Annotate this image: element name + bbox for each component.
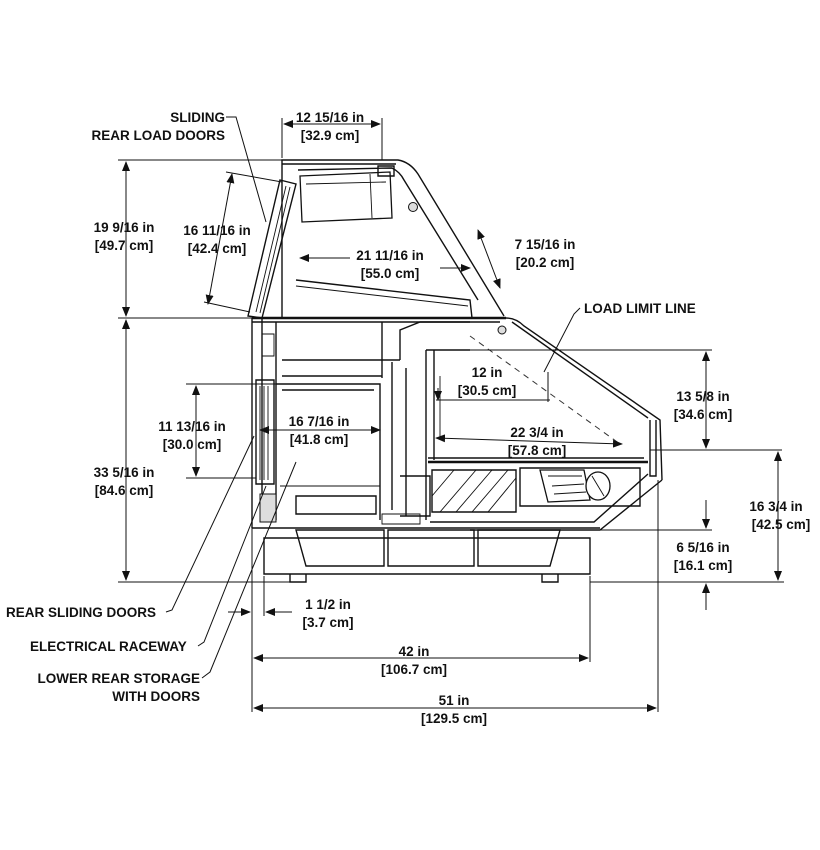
- dim-rear-door-height-in: 16 11/16 in: [183, 223, 251, 238]
- dim-shelf-depth-in: 21 11/16 in: [356, 248, 424, 263]
- dim-shelf-depth-cm: [55.0 cm]: [361, 266, 420, 281]
- leader-lines: [165, 116, 581, 679]
- dim-canopy-height-in: 19 9/16 in: [94, 220, 155, 235]
- callout-labels: SLIDING REAR LOAD DOORS LOAD LIMIT LINE …: [6, 110, 696, 704]
- dimension-labels: 12 15/16 in [32.9 cm] 19 9/16 in [49.7 c…: [94, 110, 811, 726]
- dim-overall-depth-cm: [129.5 cm]: [421, 711, 487, 726]
- callout-sliding-rear-load-doors-line1: SLIDING: [170, 110, 225, 125]
- dim-deck-height-cm: [42.5 cm]: [752, 517, 811, 532]
- dim-base-depth-in: 42 in: [399, 644, 430, 659]
- dim-overall-height-in: 33 5/16 in: [94, 465, 155, 480]
- callout-rear-sliding-doors: REAR SLIDING DOORS: [6, 605, 156, 620]
- dim-storage-height-cm: [30.0 cm]: [163, 437, 222, 452]
- dim-storage-depth-cm: [41.8 cm]: [290, 432, 349, 447]
- dim-glass-height-in: 7 15/16 in: [515, 237, 576, 252]
- dim-rear-door-height-cm: [42.4 cm]: [188, 241, 247, 256]
- dim-rear-offset-in: 1 1/2 in: [305, 597, 351, 612]
- dim-rear-offset-cm: [3.7 cm]: [302, 615, 353, 630]
- dim-deck-depth-in: 22 3/4 in: [510, 425, 563, 440]
- callout-lower-rear-storage-line1: LOWER REAR STORAGE: [37, 671, 200, 686]
- dim-base-depth-cm: [106.7 cm]: [381, 662, 447, 677]
- dim-display-height-in: 13 5/8 in: [676, 389, 729, 404]
- dim-load-depth-cm: [30.5 cm]: [458, 383, 517, 398]
- dimension-lines: [118, 118, 784, 712]
- dim-top-depth-in: 12 15/16 in: [296, 110, 364, 125]
- dim-front-height-in: 6 5/16 in: [676, 540, 729, 555]
- dim-top-depth-cm: [32.9 cm]: [301, 128, 360, 143]
- callout-lower-rear-storage-line2: WITH DOORS: [112, 689, 200, 704]
- dim-storage-height-in: 11 13/16 in: [158, 419, 226, 434]
- dim-deck-height-in: 16 3/4 in: [749, 499, 802, 514]
- case-outline: [247, 159, 663, 583]
- dim-overall-height-cm: [84.6 cm]: [95, 483, 154, 498]
- dim-glass-height-cm: [20.2 cm]: [516, 255, 575, 270]
- dim-storage-depth-in: 16 7/16 in: [289, 414, 350, 429]
- dim-deck-depth-cm: [57.8 cm]: [508, 443, 567, 458]
- callout-electrical-raceway: ELECTRICAL RACEWAY: [30, 639, 187, 654]
- dim-canopy-height-cm: [49.7 cm]: [95, 238, 154, 253]
- dim-load-depth-in: 12 in: [472, 365, 503, 380]
- dim-display-height-cm: [34.6 cm]: [674, 407, 733, 422]
- callout-sliding-rear-load-doors-line2: REAR LOAD DOORS: [91, 128, 225, 143]
- dim-overall-depth-in: 51 in: [439, 693, 470, 708]
- callout-load-limit-line: LOAD LIMIT LINE: [584, 301, 696, 316]
- dim-front-height-cm: [16.1 cm]: [674, 558, 733, 573]
